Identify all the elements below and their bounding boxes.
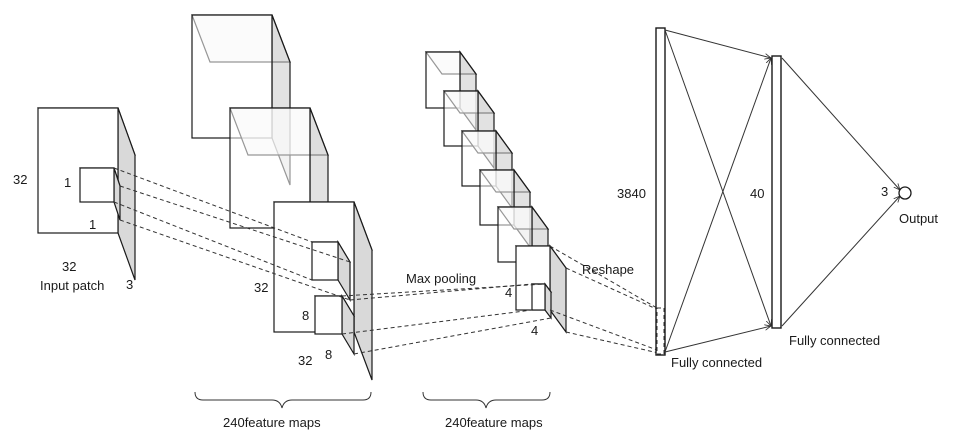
conv-kernel-width-label: 8 xyxy=(325,347,332,362)
pool-kernel-box xyxy=(530,282,553,320)
input-height-label: 32 xyxy=(13,172,27,187)
fc2-to-output-connections xyxy=(781,57,900,327)
pool-brace xyxy=(422,391,551,409)
output-node xyxy=(898,186,912,200)
pool-to-reshape-connections xyxy=(549,245,664,355)
fc2-size-label: 40 xyxy=(750,186,764,201)
input-kernel-height-label: 1 xyxy=(64,175,71,190)
input-to-conv-connections xyxy=(113,167,351,301)
conv-to-pool-connections xyxy=(341,283,552,355)
pool-kernel-height-label: 4 xyxy=(505,285,512,300)
output-caption: Output xyxy=(899,211,938,226)
fc1-caption: Fully connected xyxy=(671,355,762,370)
pool-brace-label: 240feature maps xyxy=(445,415,543,430)
conv-height-label: 32 xyxy=(254,280,268,295)
input-width-label: 32 xyxy=(62,259,76,274)
reshape-highlight-segment xyxy=(656,307,665,355)
fc1-bar xyxy=(655,27,666,356)
input-kernel-width-label: 1 xyxy=(89,217,96,232)
input-caption: Input patch xyxy=(40,278,104,293)
conv-brace xyxy=(194,391,372,409)
max-pooling-label: Max pooling xyxy=(406,271,476,286)
input-depth-label: 3 xyxy=(126,277,133,292)
fc2-caption: Fully connected xyxy=(789,333,880,348)
reshape-label: Reshape xyxy=(582,262,634,277)
conv-brace-label: 240feature maps xyxy=(223,415,321,430)
conv-receptive-box-upper xyxy=(310,239,352,303)
conv-width-label: 32 xyxy=(298,353,312,368)
pool-kernel-width-label: 4 xyxy=(531,323,538,338)
fc1-to-fc2-connections xyxy=(664,29,771,353)
conv-kernel-height-label: 8 xyxy=(302,308,309,323)
fc1-size-label: 3840 xyxy=(617,186,646,201)
fc2-bar xyxy=(771,55,782,329)
output-size-label: 3 xyxy=(881,184,888,199)
conv-kernel-box xyxy=(313,293,356,357)
